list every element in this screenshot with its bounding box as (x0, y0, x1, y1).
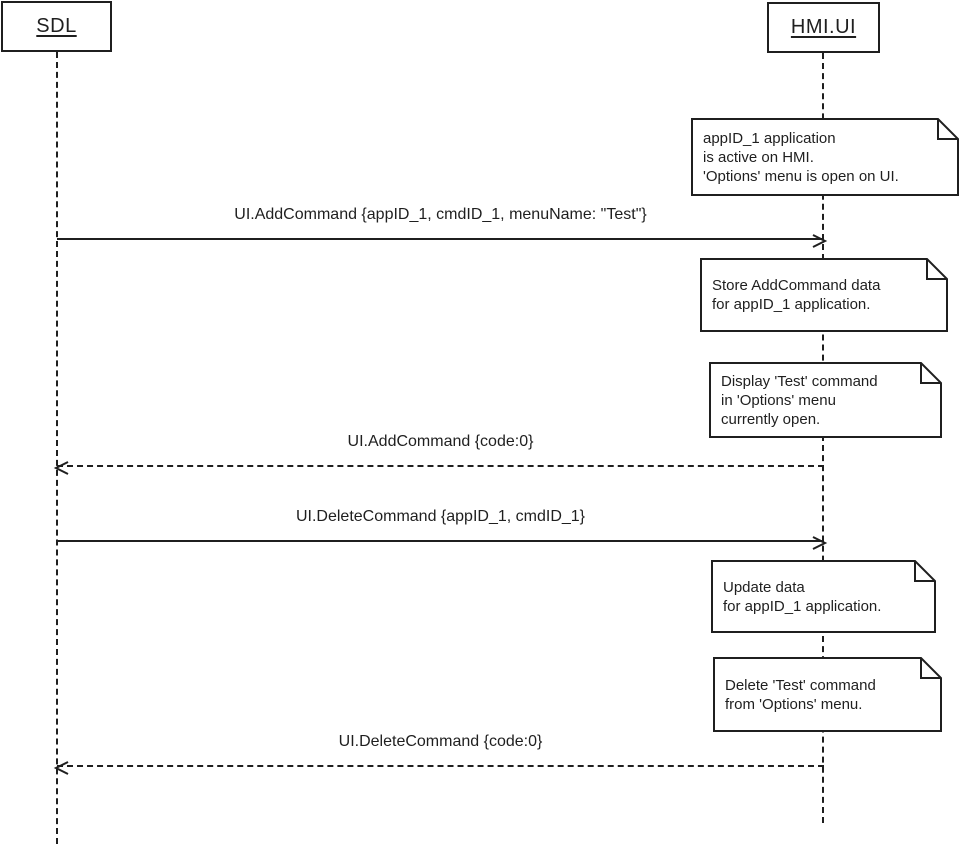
note-fold-icon (914, 560, 936, 582)
message-line-dashed (53, 761, 824, 775)
note-display-test-command: Display 'Test' command in 'Options' menu… (709, 362, 942, 438)
message-line-solid (57, 234, 828, 248)
arrowhead-right-icon (812, 536, 828, 550)
note-fold-icon (920, 362, 942, 384)
note-text: Update data for appID_1 application. (723, 578, 882, 615)
message-label: UI.AddCommand {code:0} (347, 433, 534, 450)
arrowhead-left-icon (53, 461, 69, 475)
note-text: appID_1 application is active on HMI. 'O… (703, 129, 899, 185)
lifeline-sdl (56, 52, 58, 844)
note-delete-test-command: Delete 'Test' command from 'Options' men… (713, 657, 942, 732)
message-delete-command: UI.DeleteCommand {appID_1, cmdID_1} (57, 506, 828, 550)
message-delete-command-response: UI.DeleteCommand {code:0} (53, 731, 824, 775)
note-app-active: appID_1 application is active on HMI. 'O… (691, 118, 959, 196)
message-line-dashed (53, 461, 824, 475)
actor-label-sdl: SDL (36, 15, 77, 37)
arrowhead-left-icon (53, 761, 69, 775)
arrowhead-right-icon (812, 234, 828, 248)
actor-label-hmi-ui: HMI.UI (790, 16, 857, 38)
message-add-command-response: UI.AddCommand {code:0} (53, 431, 824, 475)
note-update-data: Update data for appID_1 application. (711, 560, 936, 633)
note-fold-icon (920, 657, 942, 679)
actor-box-hmi-ui: HMI.UI (767, 2, 880, 53)
note-text: Delete 'Test' command from 'Options' men… (725, 676, 876, 713)
actor-box-sdl: SDL (1, 1, 112, 52)
message-line-solid (57, 536, 828, 550)
note-fold-icon (926, 258, 948, 280)
message-label: UI.DeleteCommand {appID_1, cmdID_1} (295, 508, 586, 525)
note-store-addcommand: Store AddCommand data for appID_1 applic… (700, 258, 948, 332)
message-label: UI.DeleteCommand {code:0} (338, 733, 543, 750)
message-add-command: UI.AddCommand {appID_1, cmdID_1, menuNam… (57, 204, 828, 248)
lifeline-hmi-ui (822, 53, 824, 823)
note-text: Display 'Test' command in 'Options' menu… (721, 372, 878, 428)
message-label: UI.AddCommand {appID_1, cmdID_1, menuNam… (234, 206, 647, 223)
note-fold-icon (937, 118, 959, 140)
note-text: Store AddCommand data for appID_1 applic… (712, 277, 881, 313)
